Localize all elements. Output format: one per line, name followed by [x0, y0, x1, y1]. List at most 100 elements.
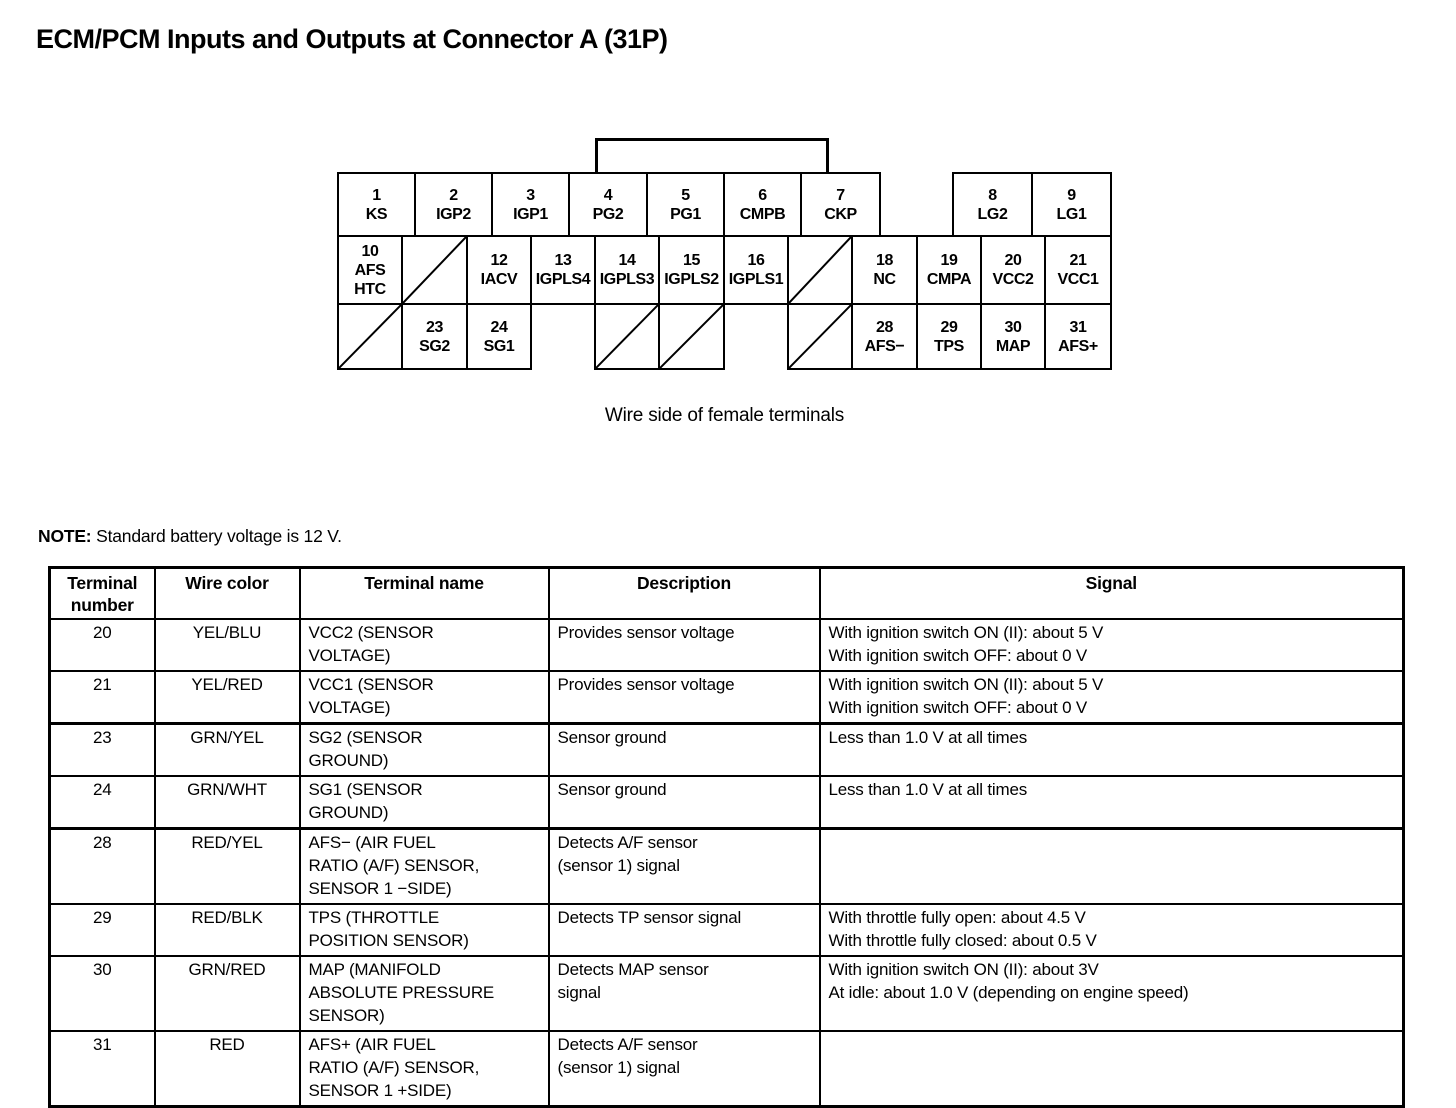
- signal-cell: With ignition switch ON (II): about 5 V …: [818, 670, 1405, 725]
- signal-cell: Less than 1.0 V at all times: [818, 775, 1405, 830]
- description-cell: Provides sensor voltage: [547, 618, 821, 672]
- pin-label: AFS HTC: [354, 261, 386, 298]
- pin-label: IGPLS1: [728, 271, 784, 288]
- connector-caption: Wire side of female terminals: [604, 405, 845, 426]
- signal-cell: With ignition switch ON (II): about 5 V …: [818, 618, 1405, 672]
- signal-cell: [818, 827, 1405, 905]
- connector-empty-cell: [401, 235, 468, 305]
- col-header-description: Description: [547, 566, 821, 620]
- wire-color-cell: GRN/YEL: [153, 722, 301, 777]
- terminal-number-cell: 24: [48, 775, 156, 830]
- pin-label: TPS: [934, 337, 964, 355]
- signal-cell: [818, 1030, 1405, 1108]
- terminal-number-cell: 28: [48, 827, 156, 905]
- pin-label: AFS+: [1058, 337, 1098, 355]
- pin-number: 30: [1004, 318, 1022, 336]
- diagonal-line: [789, 305, 851, 368]
- terminal-number-cell: 20: [48, 618, 156, 672]
- terminal-name-cell: AFS+ (AIR FUEL RATIO (A/F) SENSOR, SENSO…: [298, 1030, 550, 1108]
- pin-number: 1: [372, 186, 381, 204]
- pin-number: 4: [603, 186, 613, 204]
- pin-number: 19: [940, 252, 958, 269]
- pin-number: 2: [449, 186, 458, 204]
- pin-label: NC: [873, 271, 896, 288]
- pin-label: KS: [365, 205, 388, 223]
- note-label: NOTE:: [38, 526, 92, 546]
- diagonal-line: [339, 305, 401, 368]
- connector-empty-cell: [337, 303, 403, 370]
- io-table-header: Terminal number Wire color Terminal name…: [48, 566, 1405, 620]
- pin-label: IGPLS4: [535, 271, 591, 288]
- diagonal-line: [789, 237, 851, 303]
- pin-label: CMPB: [739, 205, 786, 223]
- pin-number: 6: [758, 186, 767, 204]
- pin-label: IGP1: [513, 205, 548, 223]
- io-table: Terminal number Wire color Terminal name…: [48, 566, 1405, 1108]
- description-cell: Detects A/F sensor (sensor 1) signal: [547, 1030, 821, 1108]
- col-header-terminal-number: Terminal number: [48, 566, 156, 620]
- note-text: Standard battery voltage is 12 V.: [91, 526, 342, 546]
- pin-label: LG1: [1056, 205, 1087, 223]
- description-cell: Detects A/F sensor (sensor 1) signal: [547, 827, 821, 905]
- description-cell: Sensor ground: [547, 722, 821, 777]
- connector-empty-cell: [658, 303, 725, 370]
- pin-number: 18: [876, 252, 893, 269]
- pin-label: IGPLS3: [599, 271, 655, 288]
- signal-cell: Less than 1.0 V at all times: [818, 722, 1405, 777]
- terminal-name-cell: TPS (THROTTLE POSITION SENSOR): [298, 903, 550, 957]
- wire-color-cell: RED/YEL: [153, 827, 301, 905]
- diagonal-line: [403, 237, 466, 303]
- pin-label: IGPLS2: [664, 271, 719, 288]
- pin-number: 21: [1069, 252, 1087, 269]
- terminal-number-cell: 23: [48, 722, 156, 777]
- note: NOTE: Standard battery voltage is 12 V.: [38, 526, 342, 547]
- connector-empty-cell: [787, 235, 853, 305]
- pin-label: VCC1: [1057, 271, 1099, 288]
- wire-color-cell: GRN/RED: [153, 955, 301, 1032]
- pin-label: LG2: [977, 205, 1008, 223]
- wire-color-cell: RED/BLK: [153, 903, 301, 957]
- diagonal-line: [596, 305, 658, 368]
- pin-number: 9: [1067, 186, 1076, 204]
- pin-number: 14: [618, 252, 636, 269]
- wire-color-cell: YEL/RED: [153, 670, 301, 725]
- pin-label: CMPA: [926, 271, 972, 288]
- page-title: ECM/PCM Inputs and Outputs at Connector …: [36, 24, 668, 54]
- pin-number: 16: [747, 252, 765, 269]
- pin-number: 8: [988, 186, 997, 204]
- description-cell: Detects MAP sensor signal: [547, 955, 821, 1032]
- pin-number: 29: [940, 318, 958, 336]
- connector-keyway-tab: [595, 138, 829, 175]
- terminal-name-cell: VCC1 (SENSOR VOLTAGE): [298, 670, 550, 725]
- pin-label: VCC2: [992, 271, 1034, 288]
- pin-label: SG2: [419, 337, 450, 355]
- pin-number: 20: [1004, 252, 1022, 269]
- pin-number: 3: [526, 186, 535, 204]
- pin-number: 7: [836, 186, 845, 204]
- pin-label: SG1: [483, 337, 515, 355]
- pin-label: IGP2: [436, 205, 471, 223]
